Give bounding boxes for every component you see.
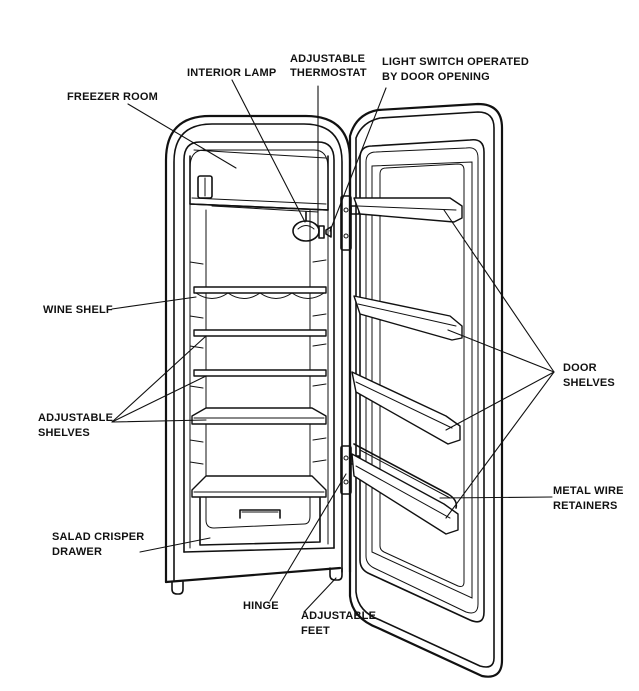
label-adjustable-thermostat-line2: THERMOSTAT <box>290 67 367 79</box>
freezer-compartment <box>189 149 329 213</box>
label-light-switch-line2: BY DOOR OPENING <box>382 71 490 83</box>
label-door-shelves-line1: DOOR <box>563 362 597 374</box>
leader-lines <box>111 79 555 613</box>
cabinet-wall-ribs <box>189 259 327 465</box>
label-adjustable-shelves-line2: SHELVES <box>38 427 90 439</box>
interior-lamp-unit <box>292 211 332 242</box>
label-adjustable-feet-line1: ADJUSTABLE <box>301 610 376 622</box>
crisper-area <box>191 475 327 546</box>
label-metal-wire-line1: METAL WIRE <box>553 485 624 497</box>
label-adjustable-thermostat-line1: ADJUSTABLE <box>290 53 365 65</box>
label-adjustable-feet-line2: FEET <box>301 625 330 637</box>
label-hinge: HINGE <box>243 600 279 612</box>
label-freezer-room: FREEZER ROOM <box>67 91 158 103</box>
label-door-shelves-line2: SHELVES <box>563 377 615 389</box>
label-metal-wire-line2: RETAINERS <box>553 500 618 512</box>
label-light-switch-line1: LIGHT SWITCH OPERATED <box>382 56 529 68</box>
label-salad-crisper-line1: SALAD CRISPER <box>52 531 144 543</box>
door-shelves <box>351 197 463 535</box>
labels: FREEZER ROOM INTERIOR LAMP ADJUSTABLE TH… <box>38 53 624 637</box>
cabinet <box>164 114 352 595</box>
label-adjustable-shelves-line1: ADJUSTABLE <box>38 412 113 424</box>
label-salad-crisper-line2: DRAWER <box>52 546 102 558</box>
label-interior-lamp: INTERIOR LAMP <box>187 67 276 79</box>
wine-shelf <box>193 286 327 299</box>
adjustable-shelves <box>191 329 327 425</box>
label-wine-shelf: WINE SHELF <box>43 304 113 316</box>
